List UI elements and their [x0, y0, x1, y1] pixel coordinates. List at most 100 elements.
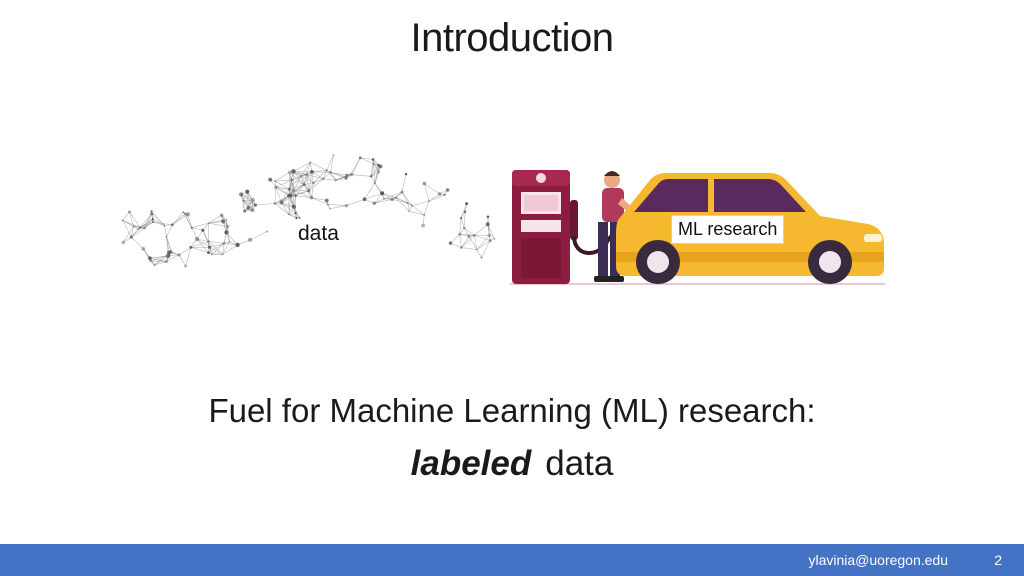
network-node	[222, 241, 226, 245]
network-node	[467, 234, 471, 238]
network-edge	[274, 187, 277, 204]
network-edge	[293, 184, 305, 191]
network-node	[371, 158, 375, 161]
network-node	[428, 200, 431, 203]
network-edge	[275, 179, 292, 182]
network-edge	[311, 197, 327, 201]
network-edge	[293, 175, 302, 191]
network-edge	[144, 221, 154, 229]
network-node	[185, 212, 190, 217]
network-edge	[289, 188, 296, 196]
network-edge	[243, 200, 256, 206]
network-edge	[191, 227, 203, 231]
network-edge	[392, 199, 408, 204]
network-node	[334, 178, 338, 182]
network-edge	[274, 203, 290, 215]
network-node	[294, 212, 297, 215]
network-edge	[468, 236, 478, 250]
network-node	[153, 264, 156, 267]
network-node	[383, 197, 386, 200]
network-node	[273, 202, 277, 205]
network-edge	[374, 165, 379, 184]
network-node	[143, 226, 147, 230]
network-edge	[293, 190, 312, 198]
network-node	[177, 253, 181, 257]
network-node	[290, 178, 294, 182]
network-edge	[122, 226, 134, 243]
network-edge	[370, 165, 379, 177]
network-edge	[144, 213, 153, 229]
network-node	[151, 220, 155, 224]
network-edge	[289, 184, 305, 190]
network-edge	[211, 243, 225, 255]
network-edge	[224, 241, 230, 244]
network-node	[228, 240, 231, 243]
network-edge	[481, 240, 491, 258]
network-edge	[459, 218, 462, 235]
network-edge	[293, 162, 311, 172]
network-edge	[303, 182, 314, 185]
network-edge	[295, 190, 309, 196]
network-edge	[275, 179, 292, 188]
network-node	[170, 223, 174, 227]
network-node	[309, 161, 312, 164]
slide-title: Introduction	[410, 16, 614, 60]
network-node	[443, 193, 446, 196]
network-edge	[190, 241, 209, 248]
network-node	[332, 154, 335, 156]
network-edge	[153, 221, 165, 226]
network-node	[458, 232, 462, 236]
network-node	[493, 238, 496, 240]
network-edge	[202, 230, 209, 242]
network-edge	[131, 236, 144, 250]
network-node	[400, 190, 404, 194]
network-edge	[374, 199, 393, 204]
network-node	[150, 209, 153, 213]
network-node	[137, 228, 140, 231]
network-node	[350, 172, 354, 177]
network-edge	[244, 199, 254, 212]
network-edge	[170, 251, 180, 256]
subtitle: Fuel for Machine Learning (ML) research:	[208, 392, 816, 429]
network-node	[121, 240, 126, 245]
network-edge	[401, 191, 409, 204]
network-edge	[274, 195, 289, 204]
network-node	[291, 204, 296, 209]
network-node	[224, 230, 229, 235]
data-label: data	[292, 220, 345, 248]
network-node	[380, 191, 385, 196]
network-edge	[450, 234, 460, 244]
network-edge	[288, 188, 295, 207]
network-edge	[408, 205, 413, 212]
network-edge	[166, 254, 180, 262]
network-node	[151, 218, 154, 221]
network-edge	[360, 157, 374, 160]
network-edge	[459, 234, 475, 236]
network-edge	[428, 194, 445, 202]
network-edge	[374, 166, 381, 184]
network-edge	[311, 197, 328, 205]
network-node	[463, 210, 467, 214]
network-node	[253, 203, 258, 207]
network-node	[437, 192, 442, 196]
network-edge	[281, 202, 296, 214]
network-node	[372, 163, 375, 165]
network-edge	[461, 235, 475, 248]
network-node	[287, 170, 292, 174]
network-edge	[383, 191, 403, 200]
network-edge	[412, 200, 430, 206]
network-node	[408, 210, 410, 213]
network-edge	[303, 171, 313, 185]
network-edge	[289, 172, 305, 185]
network-node	[184, 264, 188, 268]
network-node	[488, 238, 492, 243]
network-node	[211, 253, 213, 256]
network-node	[374, 182, 376, 184]
network-edge	[326, 154, 334, 171]
network-edge	[464, 227, 475, 236]
network-edge	[489, 234, 495, 240]
network-edge	[166, 236, 170, 253]
network-edge	[461, 247, 477, 250]
network-edge	[122, 220, 134, 227]
